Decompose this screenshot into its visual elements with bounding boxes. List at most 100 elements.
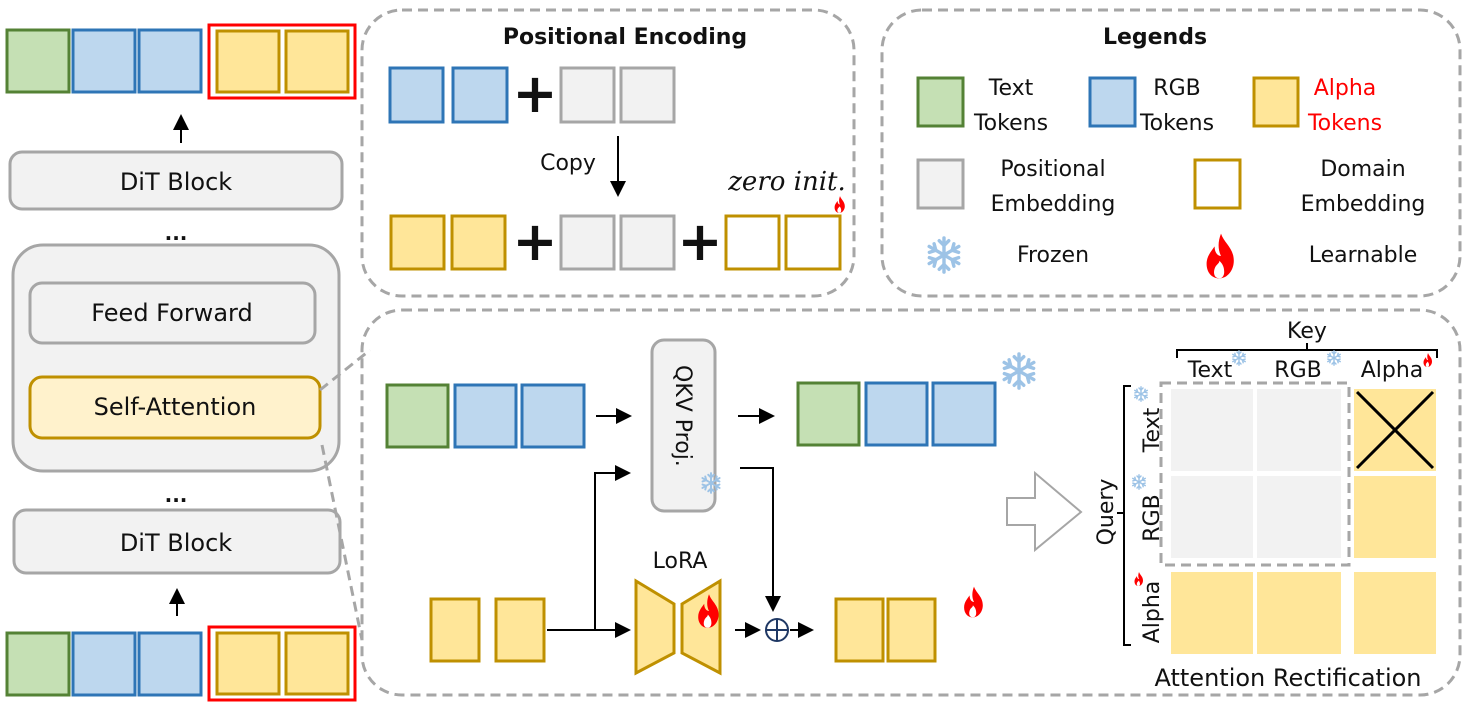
plus-icon: + [512,210,557,273]
ellipsis-bottom: ... [165,483,188,507]
dit-block-top-label: DiT Block [120,168,232,196]
mask-cross-icon [1355,390,1435,470]
attn-cell-rgb-rgb [1257,476,1341,558]
alpha-token [886,597,937,663]
key-col-alpha: Alpha [1361,358,1424,383]
feed-forward-label: Feed Forward [91,299,252,327]
legend-rgb-line1: RGB [1153,76,1200,101]
alpha-token [429,597,481,663]
domain-embedding [784,214,842,271]
attn-cell-alpha-text [1171,572,1253,654]
legend-domain-line2: Embedding [1301,192,1426,217]
zero-init-label: zero init. [727,167,846,197]
alpha-token [494,597,546,663]
attn-cell-rgb-text [1171,476,1253,558]
rgb-token [137,631,203,697]
learnable-fire-icon [834,196,845,213]
query-row-rgb: RGB [1140,494,1165,541]
lora-label: LoRA [653,549,708,574]
text-token [5,631,71,697]
legend-learnable-label: Learnable [1309,243,1418,268]
legend-alpha-line1: Alpha [1314,76,1377,101]
legends-panel [880,8,1462,298]
legend-domain-swatch [1193,158,1242,210]
query-bracket [1117,385,1131,646]
branch-arrow-icon [594,465,631,630]
legend-text-line1: Text [988,76,1034,101]
input-token-row [5,625,357,702]
legend-rgb-line2: Tokens [1139,111,1214,136]
positional-encoding-panel [360,8,856,298]
key-col-text: Text [1187,358,1233,383]
legend-positional-swatch [916,158,965,210]
attn-cell-alpha-rgb [1257,572,1341,654]
rgb-token [451,66,509,124]
rgb-token [453,383,518,449]
frozen-snowflake-icon [1232,350,1246,366]
key-label: Key [1287,319,1327,344]
learnable-fire-icon [1423,353,1432,367]
legend-rgb-token-swatch [1088,76,1137,128]
legend-frozen-label: Frozen [1017,243,1089,268]
legend-alpha-line2: Tokens [1307,111,1382,136]
learnable-fire-icon [1134,572,1143,586]
attn-cell-alpha-alpha [1354,572,1436,654]
alpha-token [215,631,281,696]
positional-encoding-title: Positional Encoding [503,25,747,50]
legend-domain-line1: Domain [1320,157,1405,182]
frozen-snowflake-icon [1134,386,1148,402]
lora-up-projection [680,578,722,676]
query-label: Query [1094,479,1119,546]
lora-down-projection [634,578,676,676]
key-bracket [1176,343,1438,358]
zoom-connector [320,444,364,641]
rgb-token [520,383,586,449]
output-token-row [5,23,357,100]
rgb-token [931,381,997,447]
dit-block-top [8,150,344,211]
rgb-token [71,28,137,94]
alpha-token [450,214,507,271]
ellipsis-top: ... [165,221,188,245]
zoom-connector [319,348,371,392]
rgb-token [864,381,929,447]
legend-positional-line1: Positional [1000,157,1105,182]
positional-embedding [619,214,676,271]
text-token [385,383,450,449]
self-attention-box [28,375,322,440]
legend-text-line2: Tokens [973,111,1048,136]
feed-forward-box [28,281,317,345]
rgb-token [137,28,203,94]
qkv-to-add-arrow-icon [740,467,781,612]
alpha-token [389,214,446,271]
legends-title: Legends [1103,25,1207,50]
attention-rectification-title: Attention Rectification [1154,664,1421,692]
plus-icon: + [677,210,722,273]
transition-arrow-icon [1006,470,1083,553]
frozen-snowflake-icon [1002,352,1036,390]
rgb-token [388,66,445,124]
alpha-token [834,597,885,663]
alpha-token [284,29,350,94]
legend-positional-line2: Embedding [991,192,1116,217]
copy-label: Copy [540,151,596,176]
legend-text-token-swatch [916,76,965,128]
attention-detail-panel [360,308,1462,697]
frozen-region-box [1159,381,1351,567]
alpha-highlight-box [207,625,357,702]
positional-embedding [559,66,616,124]
attn-cell-text-rgb [1257,389,1341,471]
key-col-rgb: RGB [1274,358,1321,383]
frozen-snowflake-icon [1132,474,1146,490]
alpha-highlight-box [207,23,357,100]
positional-embedding [619,66,676,124]
attn-cell-text-text [1171,389,1253,471]
query-row-alpha: Alpha [1140,581,1165,644]
self-attention-label: Self-Attention [94,393,257,421]
dit-block-bottom-label: DiT Block [120,529,232,557]
qkv-proj-box [650,338,717,513]
domain-embedding [724,214,781,271]
qkv-proj-label: QKV Proj. [670,365,695,467]
frozen-snowflake-icon [927,236,961,274]
